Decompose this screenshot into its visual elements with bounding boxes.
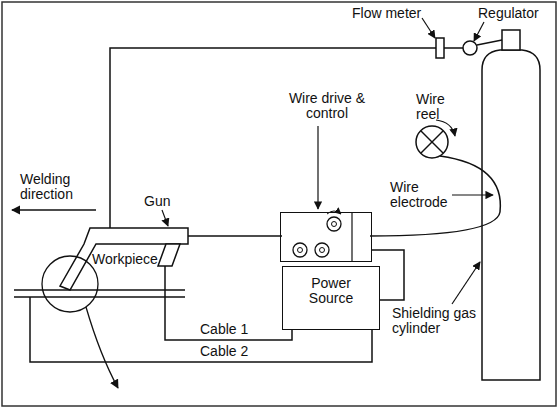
part-label: Workpiece [92,252,162,267]
part-label: Regulator [478,6,554,21]
wire-drive-box: Wire drive & control [280,212,372,262]
part-label: Welding direction [20,172,96,203]
drive-roller [293,243,307,257]
part-label: Flow meter [352,6,432,21]
gas-hose [110,48,463,228]
node-label: Power Source [298,276,364,307]
drive-partition [351,212,352,262]
workpiece-plate [14,296,185,298]
drive-roller [315,243,329,257]
reel-spoke [421,131,443,153]
node-label: Wire drive & control [273,91,381,122]
cable-wire [165,266,292,340]
drive-roller [298,248,303,253]
gun-cable [188,235,282,237]
reel-spoke [421,131,443,153]
rotation-arrow [436,120,455,136]
part-label: Shielding gas cylinder [392,306,492,337]
part-label: Cable 1 [200,322,260,337]
valve-pipe [477,40,502,45]
power-source-box: Power Source [282,266,380,330]
cylinder-valve [502,30,520,50]
wire-reel [416,126,448,158]
wire-electrode [370,156,500,236]
direction-arrow [12,209,96,210]
gun-handle [158,244,180,266]
detail-arrow [86,307,118,388]
gas-cylinder [482,50,540,380]
leader-line [317,126,318,209]
part-label: Cable 2 [200,344,260,359]
part-label: Wire electrode [390,180,450,211]
drive-roller [320,248,325,253]
part-label: Gun [144,194,184,209]
drive-roller [332,222,337,227]
leader-line [474,22,484,41]
part-label: Wire reel [416,92,456,123]
regulator-symbol [463,41,477,55]
leader-line [452,194,493,195]
detail-circle [42,256,98,312]
workpiece-plate [14,289,185,291]
leader-line [162,210,168,226]
leader-line [452,262,480,304]
drive-roller [327,217,341,231]
flow-meter-symbol [436,38,444,58]
leader-line [422,18,435,38]
welding-gun [60,228,188,290]
